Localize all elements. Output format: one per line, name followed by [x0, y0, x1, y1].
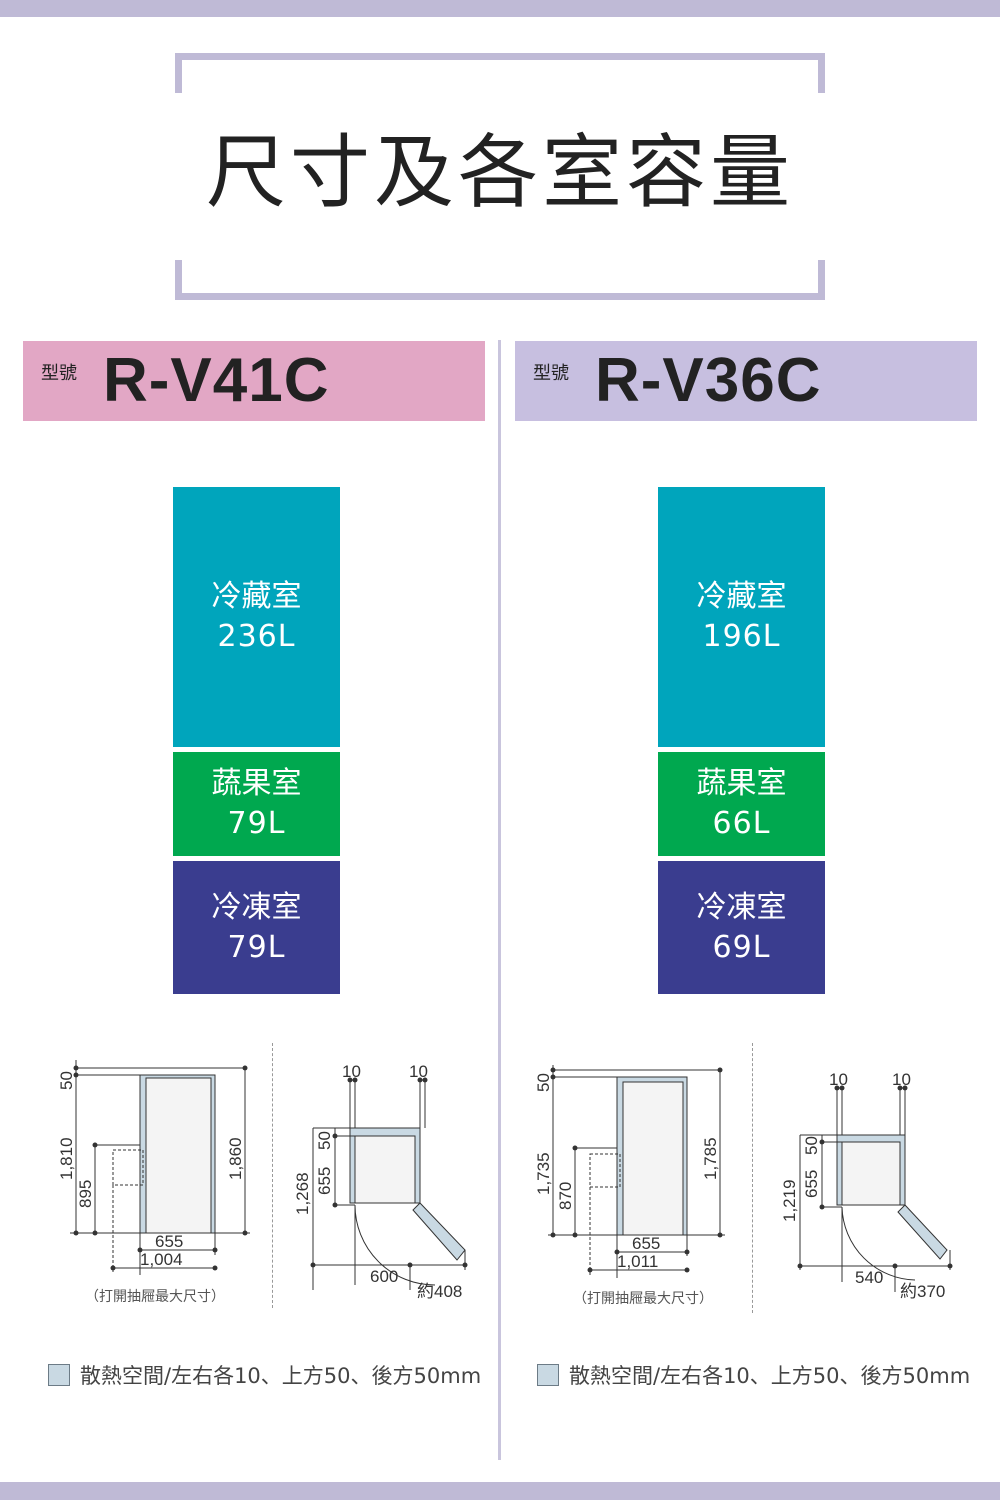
compartment-volume: 66L	[712, 806, 771, 841]
compartment-freezer-a: 冷凍室 79L	[173, 861, 340, 994]
compartment-name: 蔬果室	[696, 766, 787, 801]
dim-height-body: 1,860	[226, 1137, 245, 1180]
model-prefix-label: 型號	[533, 363, 569, 384]
dim-back-clearance: 50	[802, 1136, 821, 1155]
side-view-diagram-a: 50 1,810 895 1,860 655 1,004	[57, 1060, 250, 1275]
dim-side-clearance-right: 10	[409, 1062, 428, 1081]
legend-text: 散熱空間/左右各10、上方50、後方50mm	[80, 1364, 482, 1388]
plan-view-diagram-b: 10 10 50 655 1,219 540 約370	[780, 1070, 953, 1301]
compartment-volume: 236L	[217, 619, 296, 654]
dim-door-swing: 約370	[900, 1282, 945, 1301]
plan-view-diagram-a: 10 10 50 655 1,268 600 約408	[293, 1062, 468, 1300]
compartment-fridge-a: 冷藏室 236L	[173, 487, 340, 747]
dim-drawer-open-depth: 1,011	[617, 1252, 658, 1271]
dim-plan-depth: 655	[802, 1170, 821, 1198]
dim-top-clearance: 50	[534, 1073, 553, 1092]
compartment-name: 蔬果室	[211, 766, 302, 801]
clearance-swatch	[537, 1364, 559, 1386]
dim-side-clearance-left: 10	[829, 1070, 848, 1089]
diagram-separator	[752, 1043, 753, 1313]
compartment-name: 冷藏室	[696, 579, 787, 614]
dim-height-total: 1,735	[534, 1152, 553, 1195]
compartment-name: 冷凍室	[211, 889, 302, 925]
compartment-fridge-b: 冷藏室 196L	[658, 487, 825, 747]
dim-drawer-height: 870	[556, 1182, 575, 1210]
dim-width: 600	[370, 1267, 398, 1286]
column-divider	[498, 340, 501, 1460]
dim-top-clearance: 50	[57, 1071, 76, 1090]
dim-depth: 655	[632, 1234, 660, 1253]
model-header-b: 型號 R-V36C	[515, 341, 977, 421]
dim-door-swing: 約408	[417, 1282, 462, 1300]
top-band	[0, 0, 1000, 17]
clearance-swatch	[48, 1364, 70, 1386]
dim-back-clearance: 50	[315, 1131, 334, 1150]
compartment-volume: 196L	[702, 619, 781, 654]
dim-plan-total: 1,219	[780, 1179, 799, 1222]
dim-side-clearance-left: 10	[342, 1062, 361, 1081]
dim-width: 540	[855, 1268, 883, 1287]
compartment-name: 冷藏室	[211, 579, 302, 614]
clearance-legend-b: 散熱空間/左右各10、上方50、後方50mm	[537, 1360, 970, 1390]
bottom-band	[0, 1482, 1000, 1500]
compartment-volume: 69L	[712, 929, 771, 965]
drawer-note: （打開抽屜最大尺寸）	[85, 1289, 225, 1305]
model-header-a: 型號 R-V41C	[23, 341, 485, 421]
compartment-freezer-b: 冷凍室 69L	[658, 861, 825, 994]
compartment-vegetable-a: 蔬果室 79L	[173, 752, 340, 856]
page-title: 尺寸及各室容量	[206, 126, 794, 219]
clearance-legend-a: 散熱空間/左右各10、上方50、後方50mm	[48, 1360, 481, 1390]
dim-drawer-open-depth: 1,004	[140, 1250, 183, 1269]
compartment-volume: 79L	[227, 929, 286, 965]
model-name: R-V41C	[103, 346, 330, 415]
model-prefix-label: 型號	[41, 363, 77, 384]
model-name: R-V36C	[595, 346, 822, 415]
diagram-separator	[272, 1043, 273, 1308]
dim-drawer-height: 895	[76, 1180, 95, 1208]
dim-height-body: 1,785	[701, 1137, 720, 1180]
dim-depth: 655	[155, 1232, 183, 1251]
drawer-note: （打開抽屜最大尺寸）	[573, 1291, 713, 1307]
legend-text: 散熱空間/左右各10、上方50、後方50mm	[569, 1364, 971, 1388]
compartment-vegetable-b: 蔬果室 66L	[658, 752, 825, 856]
compartment-volume: 79L	[227, 806, 286, 841]
dim-side-clearance-right: 10	[892, 1070, 911, 1089]
dim-height-total: 1,810	[57, 1137, 76, 1180]
dim-plan-total: 1,268	[293, 1172, 312, 1215]
compartment-name: 冷凍室	[696, 889, 787, 925]
dim-plan-depth: 655	[315, 1167, 334, 1195]
side-view-diagram-b: 50 1,735 870 1,785 655 1,011	[534, 1065, 725, 1278]
